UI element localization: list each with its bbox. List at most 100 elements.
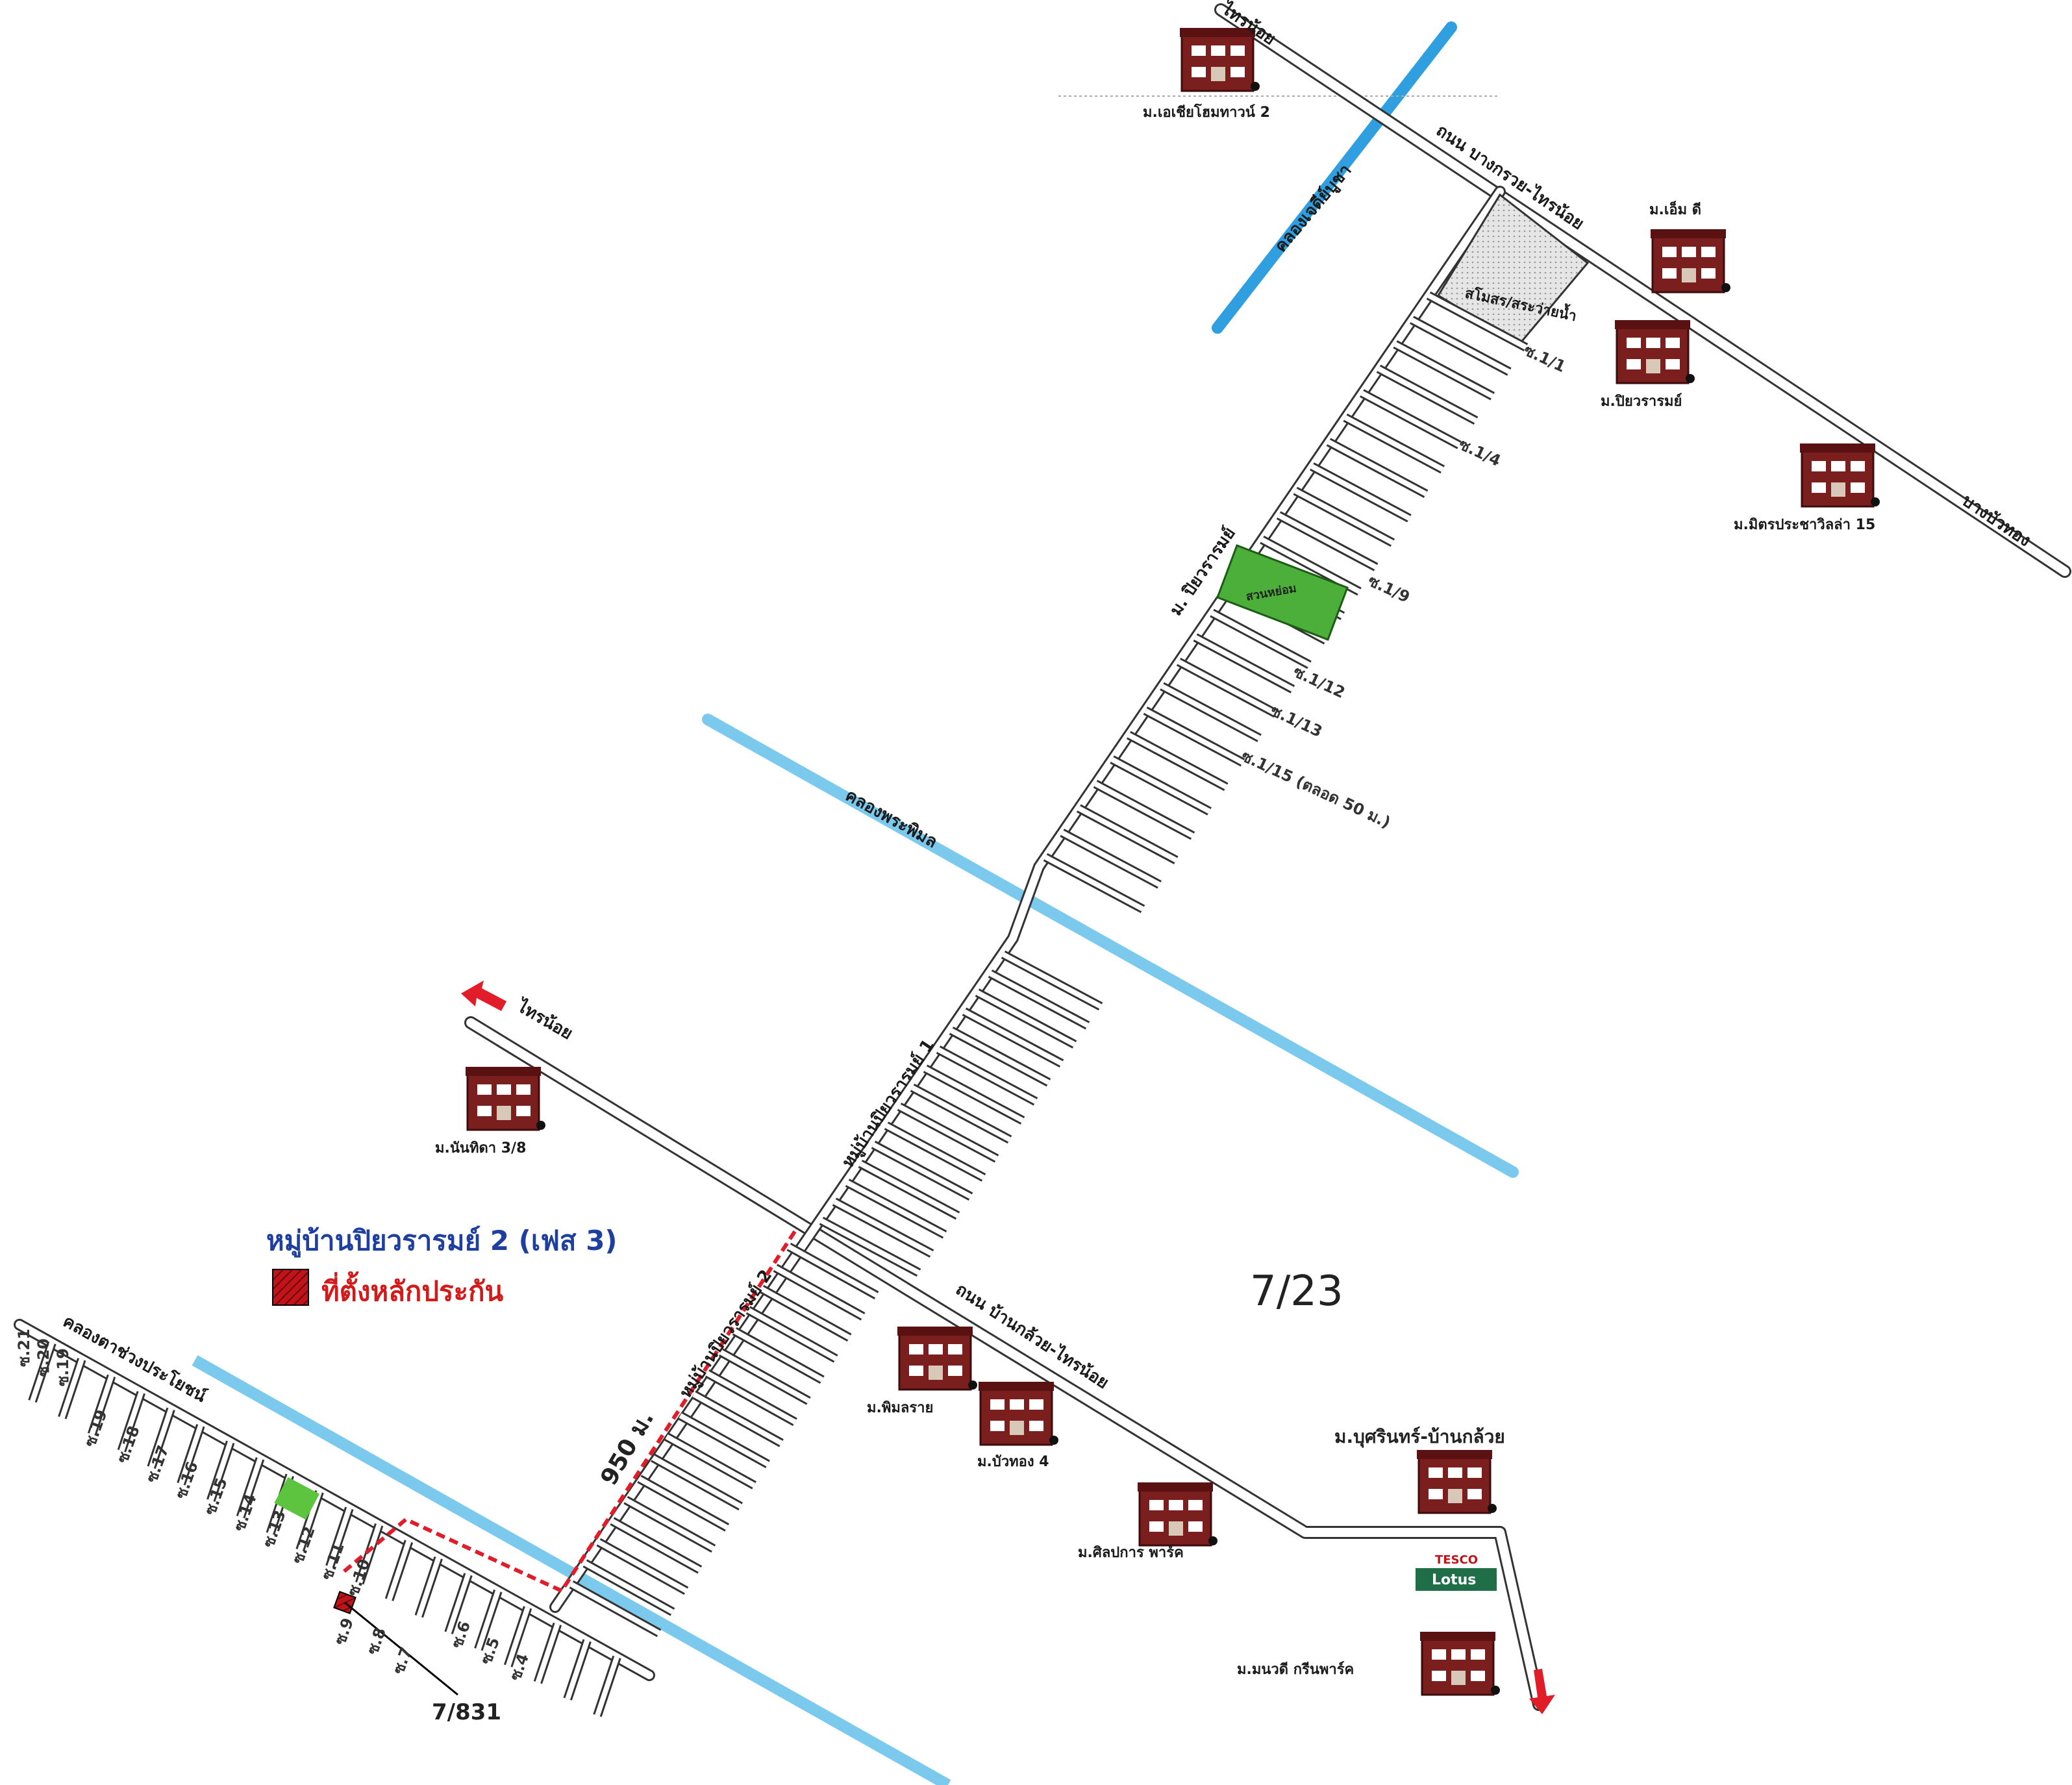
soi-line [89,1375,114,1436]
soi-line [1044,855,1144,912]
soi-line [446,1573,471,1634]
soi-line [1343,415,1444,472]
soi-line [356,1523,382,1584]
road-labels: ไทรน้อย ไทรน้อย บางบัวทอง ถนน บางกรวย-ไท… [60,0,2034,1490]
soi-line [820,1218,920,1275]
soi-line [238,1458,263,1518]
label-mitpracha: ม.มิตรประชาวิลล่า 15 [1734,517,1875,533]
house-icon [1136,1481,1219,1547]
soi-line [1393,342,1494,399]
soi-line [1377,366,1477,423]
park-small [274,1477,320,1520]
soi-line [1410,318,1511,375]
soi-line [1077,806,1178,863]
label-nanthida: ม.นันทิดา 3/8 [435,1140,526,1156]
soi-line [859,1161,959,1218]
soi-line [570,1582,660,1636]
property-address: 7/831 [432,1699,501,1725]
label-md: ม.เอ็ม ดี [1649,200,1701,218]
soi-ladders-inner [30,293,1527,1717]
svg-text:TESCO: TESCO [1435,1553,1478,1567]
house-icon [464,1066,547,1131]
soi-line [989,971,1089,1028]
svg-text:ซ.1/4: ซ.1/4 [1456,435,1503,470]
legend-title: หมู่บ้านปิยวรารมย์ 2 (เฟส 3) [266,1225,618,1258]
soi-line [1277,512,1378,570]
svg-text:ซ.1/12: ซ.1/12 [1290,662,1347,702]
svg-text:ซ.20: ซ.20 [34,1338,53,1377]
property-leader [344,1601,458,1696]
soi-line [1144,708,1244,765]
soi-line [1110,757,1211,814]
soi-line [679,1413,769,1467]
label-bangbuathong: บางบัวทอง [1958,491,2034,551]
label-sainoi-left: ไทรน้อย [512,995,577,1044]
house-icon [896,1325,979,1391]
legend-item: ที่ตั้งหลักประกัน [321,1271,504,1307]
label-khlong-mid: คลองพระพิมล [842,786,941,852]
soi-line [149,1408,173,1469]
soi-line [898,1104,998,1161]
canal-middle [702,714,1519,1178]
soi-line [610,1519,701,1572]
soi-line [30,1342,55,1403]
soi-line [297,1490,322,1551]
svg-text:ซ.1/13: ซ.1/13 [1267,701,1325,741]
svg-text:ซ.14: ซ.14 [230,1492,260,1534]
soi-line [747,1308,838,1361]
soi-line [1127,732,1228,790]
soi-line [733,1329,824,1382]
svg-text:ซ.19: ซ.19 [54,1348,72,1386]
soi-line [976,990,1076,1047]
soi-line [885,1123,985,1180]
soi-line [1260,537,1361,594]
soi-line [595,1656,619,1717]
svg-text:ซ.12: ซ.12 [288,1524,318,1566]
soi-line [1060,830,1161,887]
svg-text:ซ.21: ซ.21 [15,1329,33,1367]
svg-text:ซ.18: ซ.18 [113,1423,143,1466]
house-icon [977,1380,1060,1446]
soi-line [950,1028,1050,1085]
svg-text:ซ.8: ซ.8 [363,1625,390,1657]
soi-line [416,1556,442,1617]
soi-line [624,1497,715,1551]
soi-line [1310,464,1411,521]
soi-line [692,1392,783,1445]
soi-line [911,1085,1011,1142]
canal-top [1212,21,1457,334]
soi-line [833,1199,933,1256]
svg-text:ซ.17: ซ.17 [142,1443,172,1485]
svg-text:Lotus: Lotus [1432,1572,1476,1588]
soi-line [665,1434,756,1488]
soi-line [386,1540,412,1601]
svg-text:ซ.16: ซ.16 [171,1459,201,1501]
svg-text:ซ.11: ซ.11 [318,1540,347,1582]
house-icon [1614,319,1696,384]
main-roads [14,3,2071,1711]
svg-text:ซ.7: ซ.7 [389,1645,416,1677]
village-labels: ม.เอเชียโฮมทาวน์ 2 ม.เอ็ม ดี ม.ปิยวรารมย… [435,103,1875,1678]
label-piyawarom: ม.ปิยวรารมย์ [1601,393,1682,410]
svg-text:ซ.1/15 (ตลอด 50 ม.): ซ.1/15 (ตลอด 50 ม.) [1238,747,1393,832]
soi-line [208,1441,233,1502]
house-icon [1416,1449,1498,1514]
soi-line [760,1286,851,1340]
label-silpakarn: ม.ศิลปการ พาร์ค [1078,1544,1184,1561]
label-asia-home: ม.เอเชียโฮมทาวน์ 2 [1143,103,1270,121]
soi-line [597,1540,688,1593]
soi-line [1177,659,1278,716]
watermark: 7/23 [1250,1267,1343,1316]
soi-line [719,1350,810,1403]
soi-line [179,1425,203,1485]
soi-line [327,1507,352,1568]
soi-line [651,1455,742,1509]
soi-line [1293,488,1394,545]
legend-swatch [272,1269,309,1306]
soi-line [1360,390,1461,447]
label-manawadee: ม.มนวดี กรีนพาร์ค [1237,1661,1354,1678]
soi-line [924,1066,1024,1123]
soi-line [774,1266,865,1319]
label-busarin: ม.บุศรินทร์-บ้านกล้วย [1334,1426,1505,1448]
